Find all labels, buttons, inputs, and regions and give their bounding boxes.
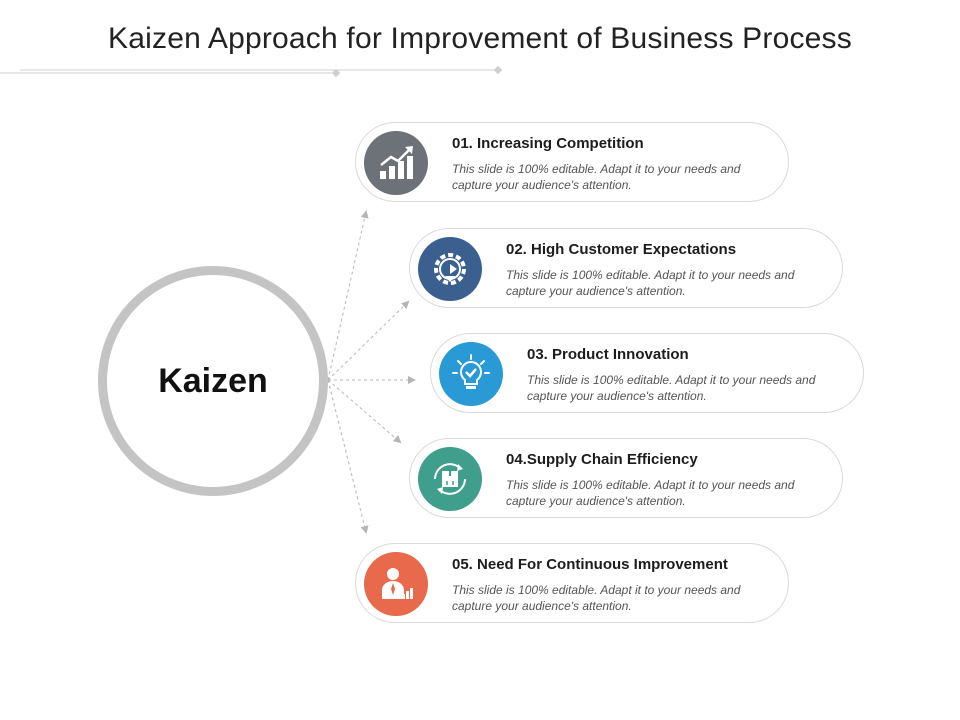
item-need-for-continuous-improvement: 05. Need For Continuous Improvement This…	[355, 543, 789, 623]
item-product-innovation: 03. Product Innovation This slide is 100…	[430, 333, 864, 413]
businessman-chart-icon	[364, 552, 428, 616]
item-5-heading: 05. Need For Continuous Improvement	[452, 556, 728, 573]
item-2-heading: 02. High Customer Expectations	[506, 241, 737, 258]
item-high-customer-expectations: 02. High Customer Expectations This slid…	[409, 228, 843, 308]
item-1-heading: 01. Increasing Competition	[452, 135, 644, 152]
arrow-to-item-4	[327, 379, 402, 444]
arrow-to-item-2	[327, 300, 410, 381]
item-1-description: This slide is 100% editable. Adapt it to…	[452, 162, 741, 192]
item-4-description: This slide is 100% editable. Adapt it to…	[506, 478, 795, 508]
item-5-description: This slide is 100% editable. Adapt it to…	[452, 583, 741, 613]
box-cycle-icon	[418, 447, 482, 511]
item-3-heading: 03. Product Innovation	[527, 346, 689, 363]
item-increasing-competition: 01. Increasing Competition This slide is…	[355, 122, 789, 202]
arrow-to-item-1	[327, 210, 369, 381]
gear-arrow-icon	[418, 237, 482, 301]
arrow-to-item-5	[327, 379, 369, 534]
item-supply-chain-efficiency: 04.Supply Chain Efficiency This slide is…	[409, 438, 843, 518]
item-4-heading: 04.Supply Chain Efficiency	[506, 451, 698, 468]
kaizen-label: Kaizen	[158, 361, 268, 400]
item-3-description: This slide is 100% editable. Adapt it to…	[527, 373, 816, 403]
lightbulb-icon	[439, 342, 503, 406]
item-2-description: This slide is 100% editable. Adapt it to…	[506, 268, 795, 298]
title-underline-decoration	[0, 65, 503, 78]
bar-chart-growth-icon	[364, 131, 428, 195]
kaizen-center-circle: Kaizen	[98, 266, 328, 496]
slide-title: Kaizen Approach for Improvement of Busin…	[108, 22, 852, 55]
